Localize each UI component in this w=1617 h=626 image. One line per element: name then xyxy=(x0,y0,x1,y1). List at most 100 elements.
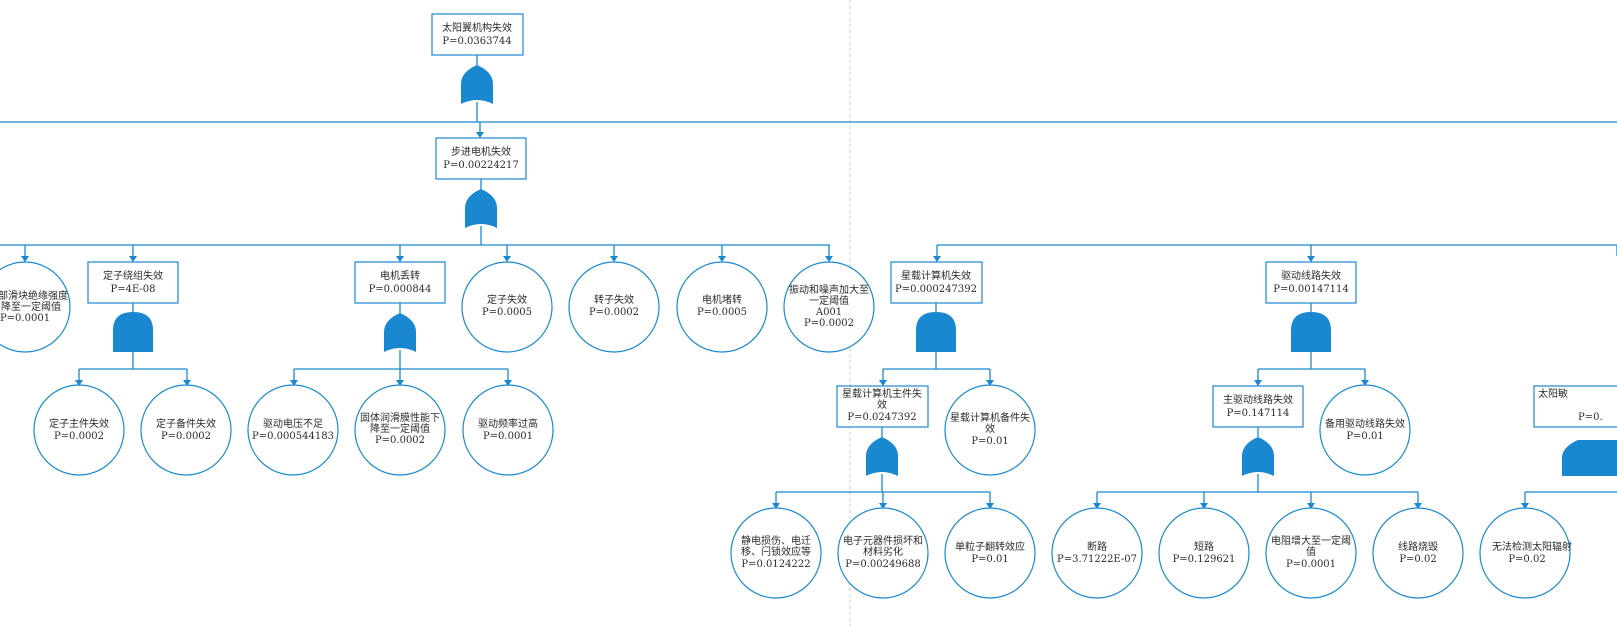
svg-text:星载计算机主件失: 星载计算机主件失 xyxy=(842,387,922,400)
svg-text:步进电机失效: 步进电机失效 xyxy=(451,145,511,158)
svg-text:驱动频率过高: 驱动频率过高 xyxy=(478,417,538,430)
svg-text:备用驱动线路失效: 备用驱动线路失效 xyxy=(1325,417,1405,430)
svg-text:静电损伤、电迁: 静电损伤、电迁 xyxy=(741,534,811,547)
svg-text:P=0.01: P=0.01 xyxy=(971,554,1008,565)
insulation-strength-event[interactable]: 部滑块绝缘强度 降至一定阈值 P=0.0001 xyxy=(0,261,71,353)
svg-text:P=0.0005: P=0.0005 xyxy=(482,307,532,318)
svg-text:P=0.00249688: P=0.00249688 xyxy=(845,559,921,570)
svg-text:单粒子翻转效应: 单粒子翻转效应 xyxy=(955,540,1025,553)
svg-text:P=0.000844: P=0.000844 xyxy=(369,284,432,295)
svg-text:P=0.0001: P=0.0001 xyxy=(1286,559,1336,570)
and-gate-icon xyxy=(113,312,153,352)
svg-text:定子绕组失效: 定子绕组失效 xyxy=(103,269,163,282)
svg-text:材料劣化: 材料劣化 xyxy=(863,545,903,558)
short-circuit-event[interactable]: 短路 P=0.129621 xyxy=(1158,507,1250,599)
lubrication-film-event[interactable]: 固体润滑膜性能下 降至一定阈值 P=0.0002 xyxy=(354,384,446,476)
svg-text:P=0.00224217: P=0.00224217 xyxy=(443,160,519,171)
svg-text:定子备件失效: 定子备件失效 xyxy=(156,417,216,430)
svg-text:效: 效 xyxy=(877,398,887,411)
svg-text:P=0.0002: P=0.0002 xyxy=(161,431,211,442)
and-gate-icon xyxy=(1291,312,1331,352)
main-drive-line-failure[interactable]: 主驱动线路失效 P=0.147114 xyxy=(1212,385,1304,428)
top-event-title: 太阳翼机构失效 xyxy=(442,21,512,34)
motor-lost-steps[interactable]: 电机丢转 P=0.000844 xyxy=(354,261,446,304)
backup-drive-line-failure-event[interactable]: 备用驱动线路失效 P=0.01 xyxy=(1319,384,1411,476)
esd-electromigration-event[interactable]: 静电损伤、电迁 移、闩锁效应等 P=0.0124222 xyxy=(730,507,822,599)
motor-stall-event[interactable]: 电机堵转 P=0.0005 xyxy=(676,261,768,353)
svg-text:电机丢转: 电机丢转 xyxy=(380,269,420,282)
svg-text:定子主件失效: 定子主件失效 xyxy=(49,417,109,430)
or-gate-icon xyxy=(465,189,497,228)
svg-text:P=0.0002: P=0.0002 xyxy=(589,307,639,318)
svg-text:P=0.0001: P=0.0001 xyxy=(0,313,50,324)
svg-text:星载计算机失效: 星载计算机失效 xyxy=(901,269,971,282)
svg-text:P=0.0002: P=0.0002 xyxy=(54,431,104,442)
svg-text:P=0.01: P=0.01 xyxy=(971,436,1008,447)
resistance-increase-event[interactable]: 电阻增大至一定阈 值 P=0.0001 xyxy=(1265,507,1357,599)
onboard-computer-backup-failure-event[interactable]: 星载计算机备件失 效 P=0.01 xyxy=(944,384,1036,476)
drive-voltage-low-event[interactable]: 驱动电压不足 P=0.000544183 xyxy=(247,384,339,476)
svg-text:固体润滑膜性能下: 固体润滑膜性能下 xyxy=(360,411,440,424)
stator-failure-event[interactable]: 定子失效 P=0.0005 xyxy=(461,261,553,353)
svg-text:电机堵转: 电机堵转 xyxy=(702,293,742,306)
svg-text:P=4E-08: P=4E-08 xyxy=(110,284,155,295)
svg-text:P=0.02: P=0.02 xyxy=(1508,554,1545,565)
svg-text:降至一定阈值: 降至一定阈值 xyxy=(370,422,430,435)
sun-sensor-failure-partial[interactable]: 太阳敏 P=0. xyxy=(1533,385,1617,428)
svg-text:P=0.129621: P=0.129621 xyxy=(1173,554,1236,565)
cannot-detect-solar-radiation-event[interactable]: 无法检测太阳辐射 P=0.02 xyxy=(1479,507,1572,599)
stator-winding-failure[interactable]: 定子绕组失效 P=4E-08 xyxy=(87,261,179,304)
single-event-upset-event[interactable]: 单粒子翻转效应 P=0.01 xyxy=(944,507,1036,599)
svg-text:值: 值 xyxy=(1306,545,1316,558)
svg-text:P=0.0001: P=0.0001 xyxy=(483,431,533,442)
svg-text:移、闩锁效应等: 移、闩锁效应等 xyxy=(741,545,811,558)
svg-text:部滑块绝缘强度: 部滑块绝缘强度 xyxy=(0,289,68,302)
svg-text:断路: 断路 xyxy=(1087,540,1107,553)
onboard-computer-main-failure[interactable]: 星载计算机主件失 效 P=0.0247392 xyxy=(836,385,929,428)
or-gate-icon xyxy=(384,313,416,352)
svg-text:转子失效: 转子失效 xyxy=(594,293,634,306)
or-gate-icon xyxy=(866,437,898,476)
svg-text:P=0.147114: P=0.147114 xyxy=(1227,408,1290,419)
stator-backup-failure-event[interactable]: 定子备件失效 P=0.0002 xyxy=(140,384,232,476)
or-gate-icon xyxy=(1242,437,1274,476)
rotor-failure-event[interactable]: 转子失效 P=0.0002 xyxy=(568,261,660,353)
svg-text:线路烧毁: 线路烧毁 xyxy=(1398,540,1438,553)
svg-text:P=0.000247392: P=0.000247392 xyxy=(895,284,977,295)
vibration-noise-event[interactable]: 振动和噪声加大至 一定阈值 A001 P=0.0002 xyxy=(783,261,875,353)
onboard-computer-failure[interactable]: 星载计算机失效 P=0.000247392 xyxy=(890,261,983,304)
open-circuit-event[interactable]: 断路 P=3.71222E-07 xyxy=(1051,507,1143,599)
or-gate-icon xyxy=(1562,440,1617,476)
svg-text:P=0.: P=0. xyxy=(1578,412,1603,423)
svg-text:主驱动线路失效: 主驱动线路失效 xyxy=(1223,393,1293,406)
or-gate-icon xyxy=(461,65,493,104)
stepper-motor-failure[interactable]: 步进电机失效 P=0.00224217 xyxy=(435,137,527,180)
svg-text:振动和噪声加大至: 振动和噪声加大至 xyxy=(789,283,869,296)
svg-text:P=0.0247392: P=0.0247392 xyxy=(847,412,916,423)
drive-line-failure[interactable]: 驱动线路失效 P=0.00147114 xyxy=(1265,261,1357,304)
svg-text:电子元器件损坏和: 电子元器件损坏和 xyxy=(843,534,923,547)
component-damage-event[interactable]: 电子元器件损坏和 材料劣化 P=0.00249688 xyxy=(837,507,929,599)
line-burnout-event[interactable]: 线路烧毁 P=0.02 xyxy=(1372,507,1464,599)
and-gate-icon xyxy=(916,312,956,352)
svg-text:一定阈值: 一定阈值 xyxy=(809,294,849,307)
svg-text:驱动电压不足: 驱动电压不足 xyxy=(263,417,323,430)
svg-text:A001: A001 xyxy=(815,307,842,318)
svg-text:电阻增大至一定阈: 电阻增大至一定阈 xyxy=(1271,534,1351,547)
drive-frequency-high-event[interactable]: 驱动频率过高 P=0.0001 xyxy=(462,384,554,476)
svg-text:效: 效 xyxy=(985,422,995,435)
svg-text:P=0.0002: P=0.0002 xyxy=(375,435,425,446)
svg-text:降至一定阈值: 降至一定阈值 xyxy=(1,300,61,313)
stator-main-failure-event[interactable]: 定子主件失效 P=0.0002 xyxy=(33,384,125,476)
top-event[interactable]: 太阳翼机构失效 P=0.0363744 xyxy=(431,13,524,56)
svg-text:P=0.000544183: P=0.000544183 xyxy=(252,431,334,442)
svg-text:定子失效: 定子失效 xyxy=(487,293,527,306)
svg-text:P=0.0002: P=0.0002 xyxy=(804,318,854,329)
svg-text:P=0.02: P=0.02 xyxy=(1399,554,1436,565)
svg-text:无法检测太阳辐射: 无法检测太阳辐射 xyxy=(1492,540,1572,553)
svg-text:P=0.0005: P=0.0005 xyxy=(697,307,747,318)
svg-text:P=0.01: P=0.01 xyxy=(1346,431,1383,442)
svg-text:P=0.00147114: P=0.00147114 xyxy=(1273,284,1349,295)
svg-text:P=0.0124222: P=0.0124222 xyxy=(741,559,810,570)
